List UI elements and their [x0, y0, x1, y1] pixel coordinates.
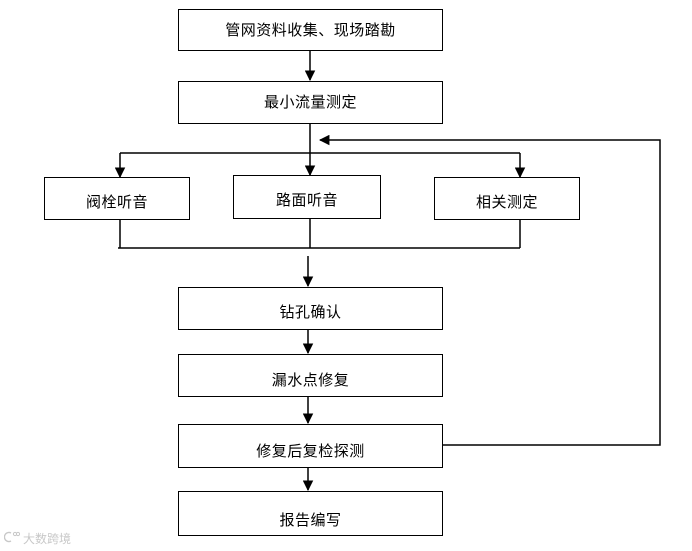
step-report: 报告编写 [178, 491, 443, 536]
step-report-label: 报告编写 [279, 511, 342, 529]
watermark-text: 大数跨境 [23, 532, 72, 546]
step-road-listen: 路面听音 [233, 175, 381, 219]
step-drill-confirm: 钻孔确认 [178, 287, 443, 330]
step-valve-listen-label: 阀栓听音 [85, 193, 148, 211]
watermark: 大数跨境 [3, 530, 72, 547]
step-leak-repair: 漏水点修复 [178, 354, 443, 397]
step-correlation-label: 相关测定 [475, 193, 538, 211]
step-valve-listen: 阀栓听音 [44, 177, 190, 220]
step-min-flow: 最小流量测定 [178, 81, 443, 124]
step-leak-repair-label: 漏水点修复 [271, 371, 350, 389]
step-road-listen-label: 路面听音 [275, 190, 338, 209]
feedback-loop-line [442, 139, 661, 446]
step-collect-survey: 管网资料收集、现场踏勘 [178, 9, 443, 51]
step-collect-survey-label: 管网资料收集、现场踏勘 [225, 20, 396, 39]
step-correlation: 相关测定 [434, 177, 580, 220]
step-min-flow-label: 最小流量测定 [263, 93, 357, 111]
step-recheck-label: 修复后复检探测 [256, 441, 365, 460]
circle-c-logo-icon [3, 531, 21, 546]
step-drill-confirm-label: 钻孔确认 [279, 303, 342, 321]
step-recheck: 修复后复检探测 [178, 424, 443, 468]
